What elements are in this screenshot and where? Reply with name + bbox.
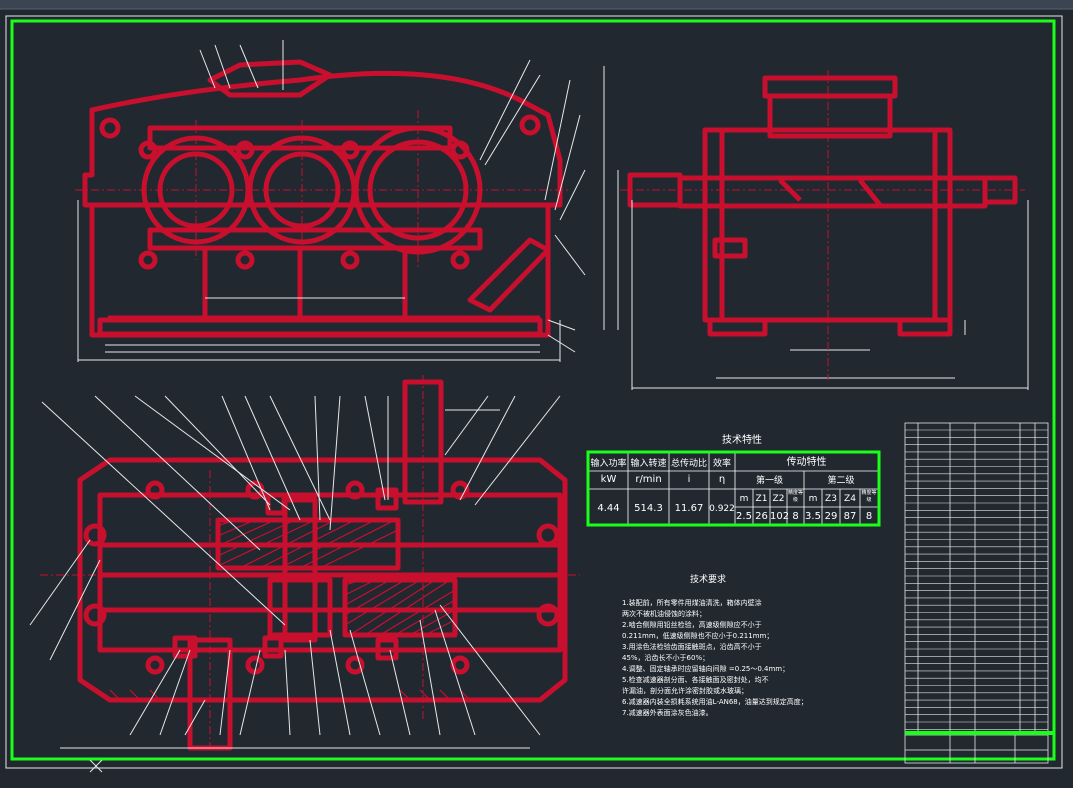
val-power: 4.44 <box>597 503 620 514</box>
sheet-outer-frame <box>5 15 1063 769</box>
requirement-line: 许漏油，剖分面允许涂密封胶或水玻璃； <box>622 687 748 695</box>
head-speed: 输入转速 <box>630 459 667 469</box>
head-eff-sym: η <box>718 474 726 485</box>
plan-view-leaders <box>29 395 561 749</box>
val-speed: 514.3 <box>634 503 663 514</box>
col-z4: Z4 <box>844 494 856 504</box>
front-view-centerlines <box>75 110 570 270</box>
requirement-line: 5.检查减速器剖分面、各接触面及密封处，均不 <box>622 676 769 684</box>
drawing-border <box>10 19 1056 761</box>
val-acc2: 8 <box>865 511 873 522</box>
val-acc1: 8 <box>792 511 799 522</box>
head-stage1: 第一级 <box>755 476 783 486</box>
col-acc1: 精度等级 <box>787 490 803 503</box>
plan-view <box>77 379 568 751</box>
requirement-line: 6.减速器内装全损耗系统用油L-AN68，油量达到规定高度； <box>622 698 808 706</box>
requirement-line: 3.用涂色法检验齿面接触斑点，沿齿高不小于 <box>622 643 762 651</box>
col-z2: Z2 <box>772 494 785 504</box>
head-stage2: 第二级 <box>827 476 855 486</box>
val-eff: 0.922 <box>709 504 735 514</box>
col-acc2: 精度等级 <box>861 490 877 503</box>
plan-view-hatch <box>109 519 471 701</box>
requirement-line: 7.减速器外表面涂灰色油漆。 <box>622 709 713 717</box>
val-z4: 87 <box>843 511 857 522</box>
side-view-dims <box>603 66 1029 390</box>
char-table-highlight <box>586 450 881 527</box>
col-m1: m <box>739 494 749 504</box>
requirement-line: 4.调整、固定轴承时应留轴向间隙 =0.25～0.4mm； <box>622 665 790 673</box>
val-m2: 3.5 <box>805 511 821 522</box>
head-ratio: 总传动比 <box>670 459 707 469</box>
requirements-title: 技术要求 <box>690 575 727 585</box>
col-z1: Z1 <box>755 494 768 504</box>
val-z1: 26 <box>755 511 768 522</box>
front-view <box>82 59 563 338</box>
head-power: 输入功率 <box>590 459 627 469</box>
char-table-title: 技术特性 <box>722 435 762 446</box>
val-ratio: 11.67 <box>674 503 704 514</box>
requirement-line: 45%，沿齿长不小于60%； <box>622 654 710 662</box>
front-view-dims <box>77 40 586 362</box>
col-z3: Z3 <box>825 494 837 504</box>
head-speed-unit: r/min <box>635 474 662 485</box>
val-m1: 2.5 <box>736 511 752 522</box>
val-z3: 29 <box>824 511 838 522</box>
requirement-line: 1.装配前，所有零件用煤油清洗，箱体内壁涂 <box>622 599 762 607</box>
col-m2: m <box>808 494 818 504</box>
requirement-line: 0.211mm，低速级侧隙也不应小于0.211mm； <box>622 632 774 640</box>
requirement-line: 2.啮合侧隙用铅丝检验，高速级侧隙应不小于 <box>622 621 762 629</box>
head-power-unit: kW <box>600 474 617 485</box>
requirement-line: 两次不被机油侵蚀的涂料； <box>622 610 706 618</box>
side-view <box>627 75 1018 337</box>
val-z2: 102 <box>770 511 790 522</box>
head-trans: 传动特性 <box>786 457 827 468</box>
head-ratio-sym: i <box>687 474 691 485</box>
head-eff: 效率 <box>712 459 731 469</box>
